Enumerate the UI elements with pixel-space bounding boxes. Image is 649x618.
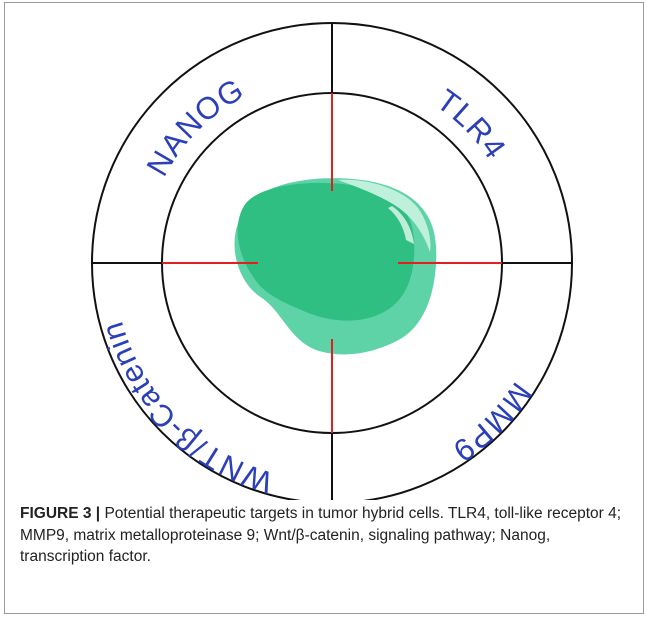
targets-diagram: NANOG TLR4 MMP9 WNT/β-Catenin	[0, 0, 649, 500]
cell-body	[238, 183, 415, 321]
figure-caption: FIGURE 3 | Potential therapeutic targets…	[20, 503, 630, 568]
label-wnt-beta-catenin: WNT/β-Catenin	[94, 317, 276, 500]
caption-text: Potential therapeutic targets in tumor h…	[20, 505, 621, 565]
caption-label: FIGURE 3 |	[20, 505, 100, 522]
label-mmp9: MMP9	[446, 376, 538, 469]
label-nanog: NANOG	[140, 71, 250, 182]
label-tlr4: TLR4	[430, 82, 513, 165]
